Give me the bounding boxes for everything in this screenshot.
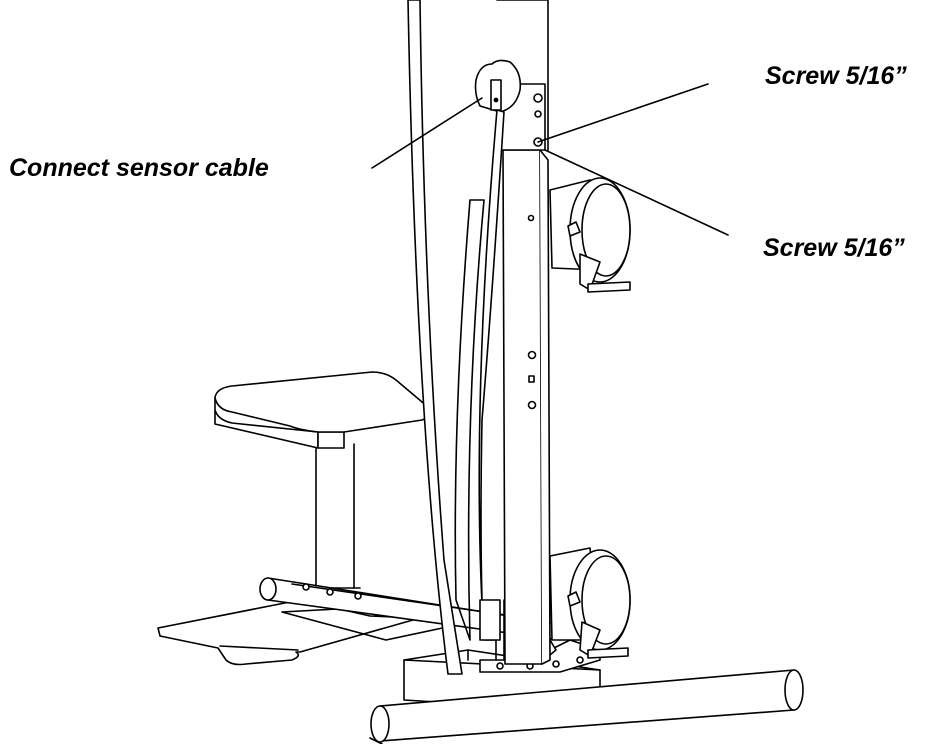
leader-lines: [371, 83, 729, 236]
seat: [214, 371, 431, 589]
leader-line-screw-upper: [537, 83, 709, 143]
callout-screw-upper: Screw 5/16”: [765, 62, 907, 90]
upper-pulley: [549, 177, 631, 293]
leader-line-screw-lower: [544, 149, 729, 236]
straps: [407, 0, 505, 675]
leader-line-sensor: [371, 97, 483, 169]
top-bracket: [474, 59, 546, 151]
callout-screw-lower: Screw 5/16”: [763, 234, 905, 262]
upper-column: [496, 0, 549, 151]
front-base-tube: [369, 669, 804, 744]
main-column: [502, 149, 551, 665]
lower-pulley: [549, 547, 631, 659]
callout-sensor-cable: Connect sensor cable: [9, 154, 269, 182]
